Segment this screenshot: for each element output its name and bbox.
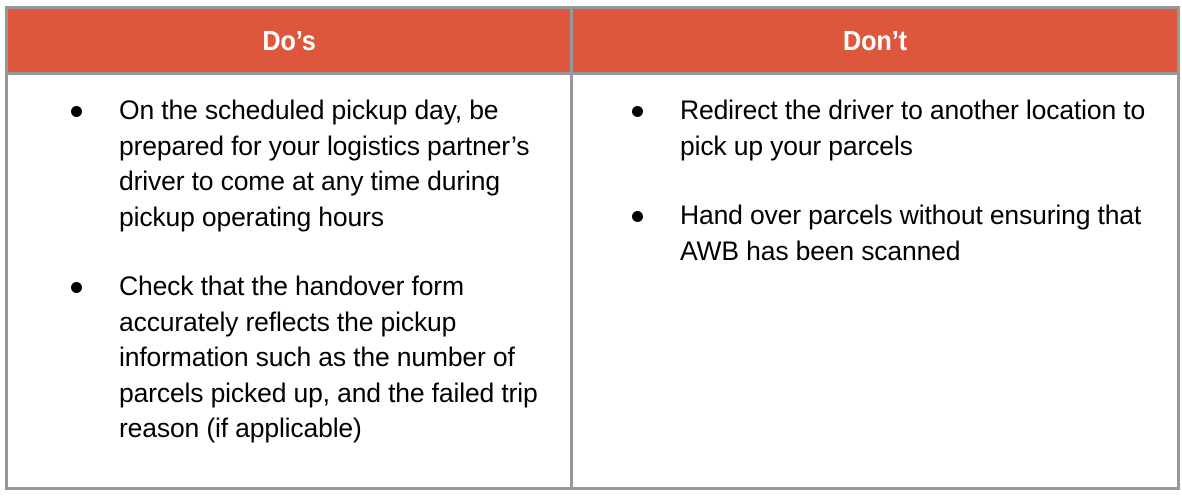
donts-bullet-list: Redirect the driver to another location …	[629, 93, 1153, 269]
list-item: Check that the handover form accurately …	[68, 269, 552, 447]
cell-dos: On the scheduled pickup day, be prepared…	[5, 72, 573, 490]
list-item: Hand over parcels without ensuring that …	[629, 198, 1153, 269]
table-body: On the scheduled pickup day, be prepared…	[5, 72, 1180, 490]
table-header: Do’s Don’t	[5, 6, 1180, 75]
column-header-donts-label: Don’t	[843, 24, 907, 56]
bullet-dot-icon	[632, 211, 643, 222]
list-item: Redirect the driver to another location …	[629, 93, 1153, 164]
bullet-dot-icon	[71, 106, 82, 117]
list-item-text: Hand over parcels without ensuring that …	[680, 200, 1142, 266]
list-item-text: On the scheduled pickup day, be prepared…	[119, 95, 530, 232]
table-header-row: Do’s Don’t	[5, 6, 1180, 75]
dos-and-donts-table: Do’s Don’t On the scheduled pickup day, …	[5, 6, 1180, 490]
list-item-text: Check that the handover form accurately …	[119, 271, 538, 443]
table-row: On the scheduled pickup day, be prepared…	[5, 72, 1180, 490]
column-header-donts: Don’t	[570, 6, 1180, 75]
list-item: On the scheduled pickup day, be prepared…	[68, 93, 552, 235]
cell-donts: Redirect the driver to another location …	[570, 72, 1180, 490]
column-header-dos-label: Do’s	[262, 24, 316, 56]
bullet-dot-icon	[71, 282, 82, 293]
bullet-dot-icon	[632, 106, 643, 117]
column-header-dos: Do’s	[5, 6, 573, 75]
list-item-text: Redirect the driver to another location …	[680, 95, 1146, 161]
dos-bullet-list: On the scheduled pickup day, be prepared…	[68, 93, 552, 447]
